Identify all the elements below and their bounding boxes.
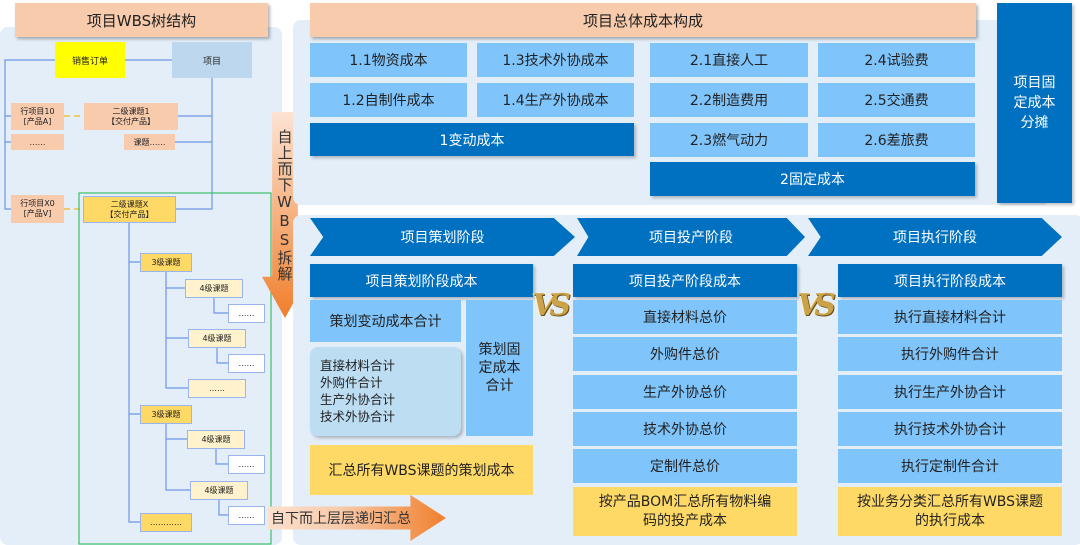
- production-cost-item: 直接材料总价: [573, 300, 797, 334]
- topic-1-node: 二级课题1 【交付产品】: [84, 103, 178, 130]
- more-level3-node: …………: [140, 513, 192, 532]
- level4-topic-node: 4级课题: [185, 279, 243, 298]
- wbs-title: 项目WBS树结构: [15, 3, 268, 37]
- production-cost-item: 生产外协总价: [573, 375, 797, 409]
- fixed-cost-item: 2.6差旅费: [818, 123, 975, 157]
- more-node: ……: [188, 379, 246, 398]
- list-item: 外购件合计: [320, 375, 383, 390]
- execution-cost-item: 执行直接材料合计: [838, 300, 1062, 334]
- sales-order-node: 销售订单: [55, 42, 125, 78]
- list-item: 生产外协合计: [320, 392, 396, 407]
- more-node: ……: [228, 354, 265, 373]
- planning-summary: 汇总所有WBS课题的策划成本: [310, 445, 533, 495]
- bottom-up-arrow-label: 自下而上层层递归汇总: [271, 511, 411, 527]
- execution-summary: 按业务分类汇总所有WBS课题的执行成本: [838, 487, 1062, 536]
- fixed-cost-item: 2.3燃气动力: [650, 123, 808, 157]
- list-item: 直接材料合计: [320, 358, 396, 373]
- line-item-more-node: ……: [11, 134, 64, 150]
- stage-planning: 项目策划阶段: [310, 218, 575, 256]
- execution-cost-item: 执行生产外协合计: [838, 375, 1062, 409]
- production-cost-item: 外购件总价: [573, 337, 797, 371]
- line-item-10-node: 行项目10 [产品A]: [11, 103, 64, 130]
- topic-more-node: 课题……: [124, 134, 175, 150]
- level4-topic-node: 4级课题: [188, 329, 246, 348]
- vs-icon: VS: [532, 288, 571, 323]
- fixed-cost-item: 2.4试验费: [818, 43, 975, 77]
- more-node: ……: [228, 455, 265, 474]
- more-node: ……: [228, 506, 265, 525]
- production-cost-item: 技术外协总价: [573, 412, 797, 446]
- planning-variable-sum: 策划变动成本合计: [310, 300, 461, 342]
- level4-topic-node: 4级课题: [190, 481, 248, 500]
- vs-icon: VS: [797, 288, 836, 323]
- fixed-cost-total: 2固定成本: [650, 162, 975, 196]
- variable-cost-item: 1.1物资成本: [310, 43, 467, 77]
- top-down-arrow-label: 自上而下WBS拆解: [275, 129, 294, 282]
- stage-execution: 项目执行阶段: [808, 218, 1062, 256]
- line-item-x0-node: 行项目X0 [产品V]: [11, 195, 64, 223]
- production-cost-item: 定制件总价: [573, 449, 797, 483]
- variable-cost-item: 1.3技术外协成本: [477, 43, 634, 77]
- level3-topic-node: 3级课题: [140, 405, 192, 424]
- cost-structure-title: 项目总体成本构成: [310, 3, 976, 37]
- execution-cost-item: 执行定制件合计: [838, 449, 1062, 483]
- fixed-cost-item: 2.5交通费: [818, 83, 975, 117]
- execution-cost-title: 项目执行阶段成本: [838, 264, 1062, 297]
- list-item: 技术外协合计: [320, 409, 396, 424]
- wbs-connectors: [4, 59, 272, 545]
- production-summary: 按产品BOM汇总所有物料编码的投产成本: [573, 487, 797, 536]
- topic-x-node: 二级课题X 【交付产品】: [83, 196, 176, 223]
- production-cost-title: 项目投产阶段成本: [573, 264, 797, 297]
- level4-topic-node: 4级课题: [187, 430, 245, 449]
- fixed-cost-item: 2.1直接人工: [650, 43, 808, 77]
- level3-topic-node: 3级课题: [140, 253, 192, 272]
- more-node: ……: [228, 304, 265, 323]
- planning-cost-title: 项目策划阶段成本: [310, 264, 533, 297]
- variable-cost-item: 1.2自制件成本: [310, 83, 467, 117]
- project-node: 项目: [172, 42, 252, 78]
- planning-fixed-sum: 策划固定成本合计: [466, 300, 533, 436]
- stage-production: 项目投产阶段: [577, 218, 805, 256]
- execution-cost-item: 执行技术外协合计: [838, 412, 1062, 446]
- fixed-cost-item: 2.2制造费用: [650, 83, 808, 117]
- variable-cost-item: 1.4生产外协成本: [477, 83, 634, 117]
- variable-cost-total: 1变动成本: [310, 123, 634, 156]
- fixed-cost-allocation: 项目固定成本分摊: [997, 3, 1072, 203]
- planning-variable-list: 直接材料合计 外购件合计 生产外协合计 技术外协合计: [310, 347, 461, 436]
- execution-cost-item: 执行外购件合计: [838, 337, 1062, 371]
